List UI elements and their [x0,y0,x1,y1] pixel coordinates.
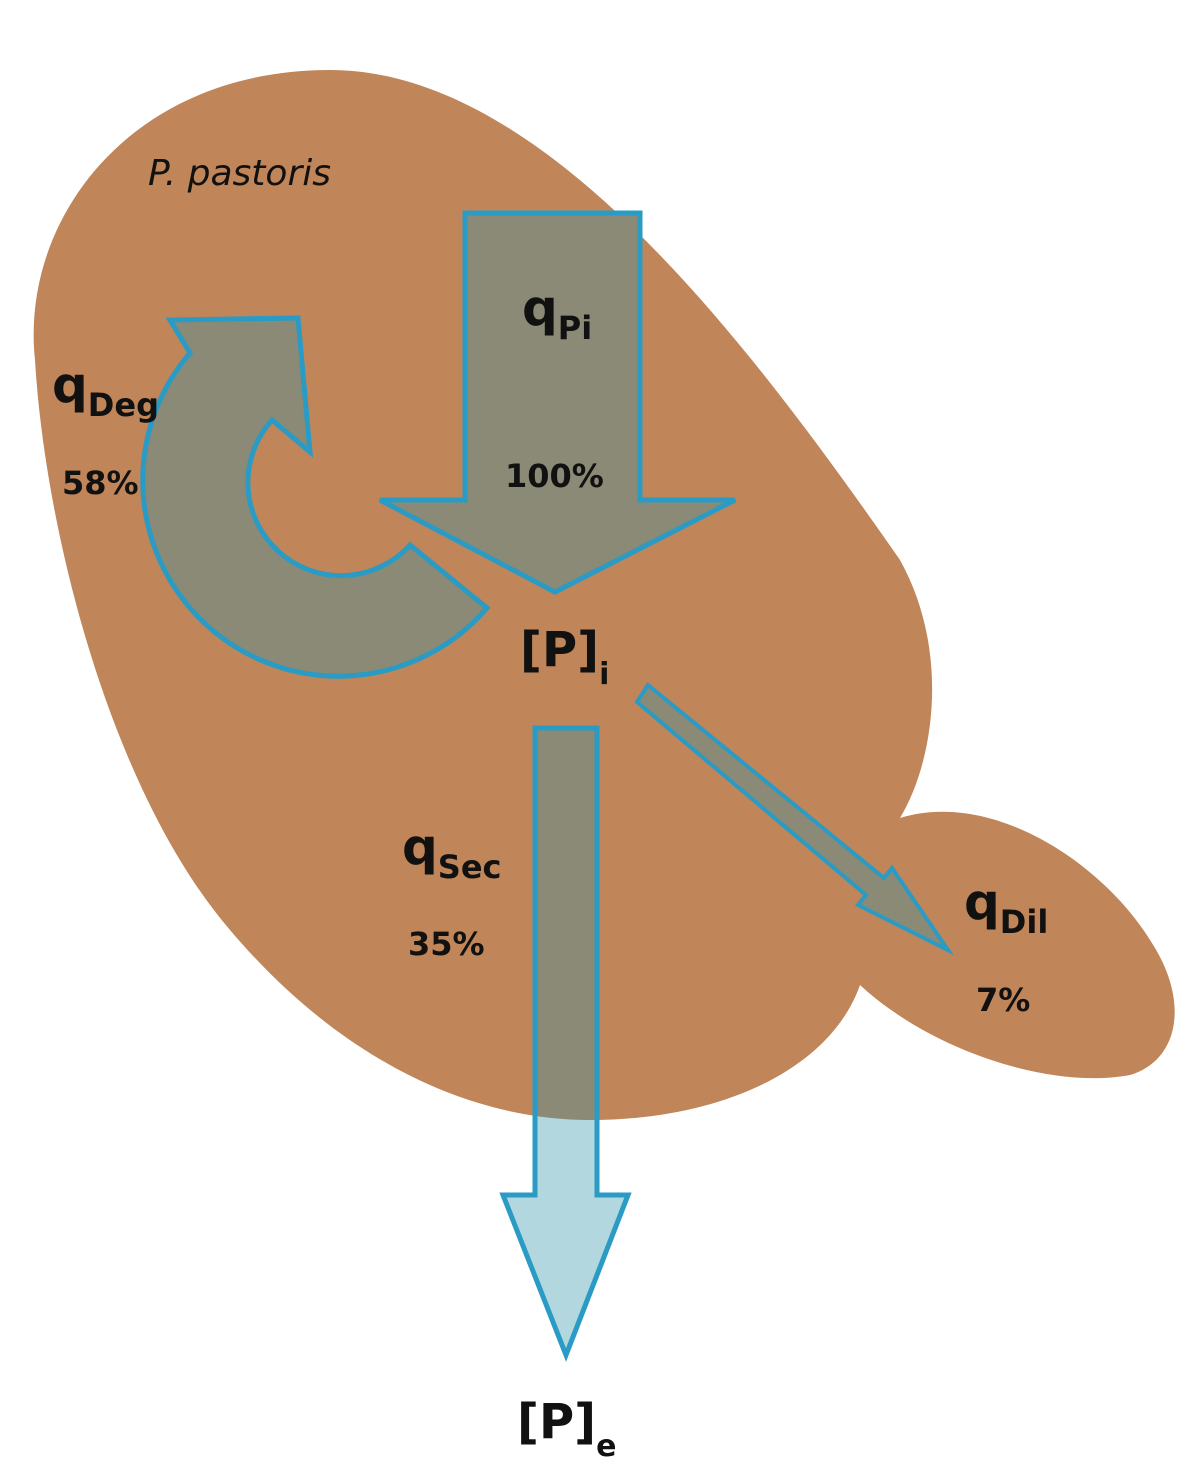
dilution-flux-subscript: Dil [999,903,1049,941]
intracellular-product-subscript: i [599,657,610,692]
production-percent: 100% [505,457,604,495]
extracellular-product-subscript: e [596,1429,617,1464]
production-flux-subscript: Pi [557,309,593,347]
extracellular-product-label: [P]e [517,1398,616,1462]
dilution-flux-symbol: q [964,873,1000,931]
intracellular-product-symbol: [P] [520,622,600,678]
secretion-arrow-outline [499,725,632,1362]
degradation-percent: 58% [62,464,139,502]
degradation-arrow [140,315,491,679]
dilution-flux-label: qDil [964,877,1048,938]
dilution-arrow [634,682,954,956]
intracellular-product-label: [P]i [520,626,609,690]
degradation-flux-symbol: q [52,356,88,414]
organism-label: P. pastoris [148,153,332,194]
degradation-flux-subscript: Deg [87,386,159,424]
production-flux-label: qPi [522,283,592,344]
production-arrow [378,210,737,595]
secretion-flux-subscript: Sec [437,848,502,886]
secretion-percent: 35% [408,925,485,963]
secretion-flux-symbol: q [402,818,438,876]
yeast-cell-body [33,70,1175,1120]
degradation-flux-label: qDeg [52,360,159,421]
dilution-percent: 7% [976,981,1031,1019]
secretion-flux-label: qSec [402,822,502,883]
production-flux-symbol: q [522,279,558,337]
extracellular-product-symbol: [P] [517,1394,597,1450]
